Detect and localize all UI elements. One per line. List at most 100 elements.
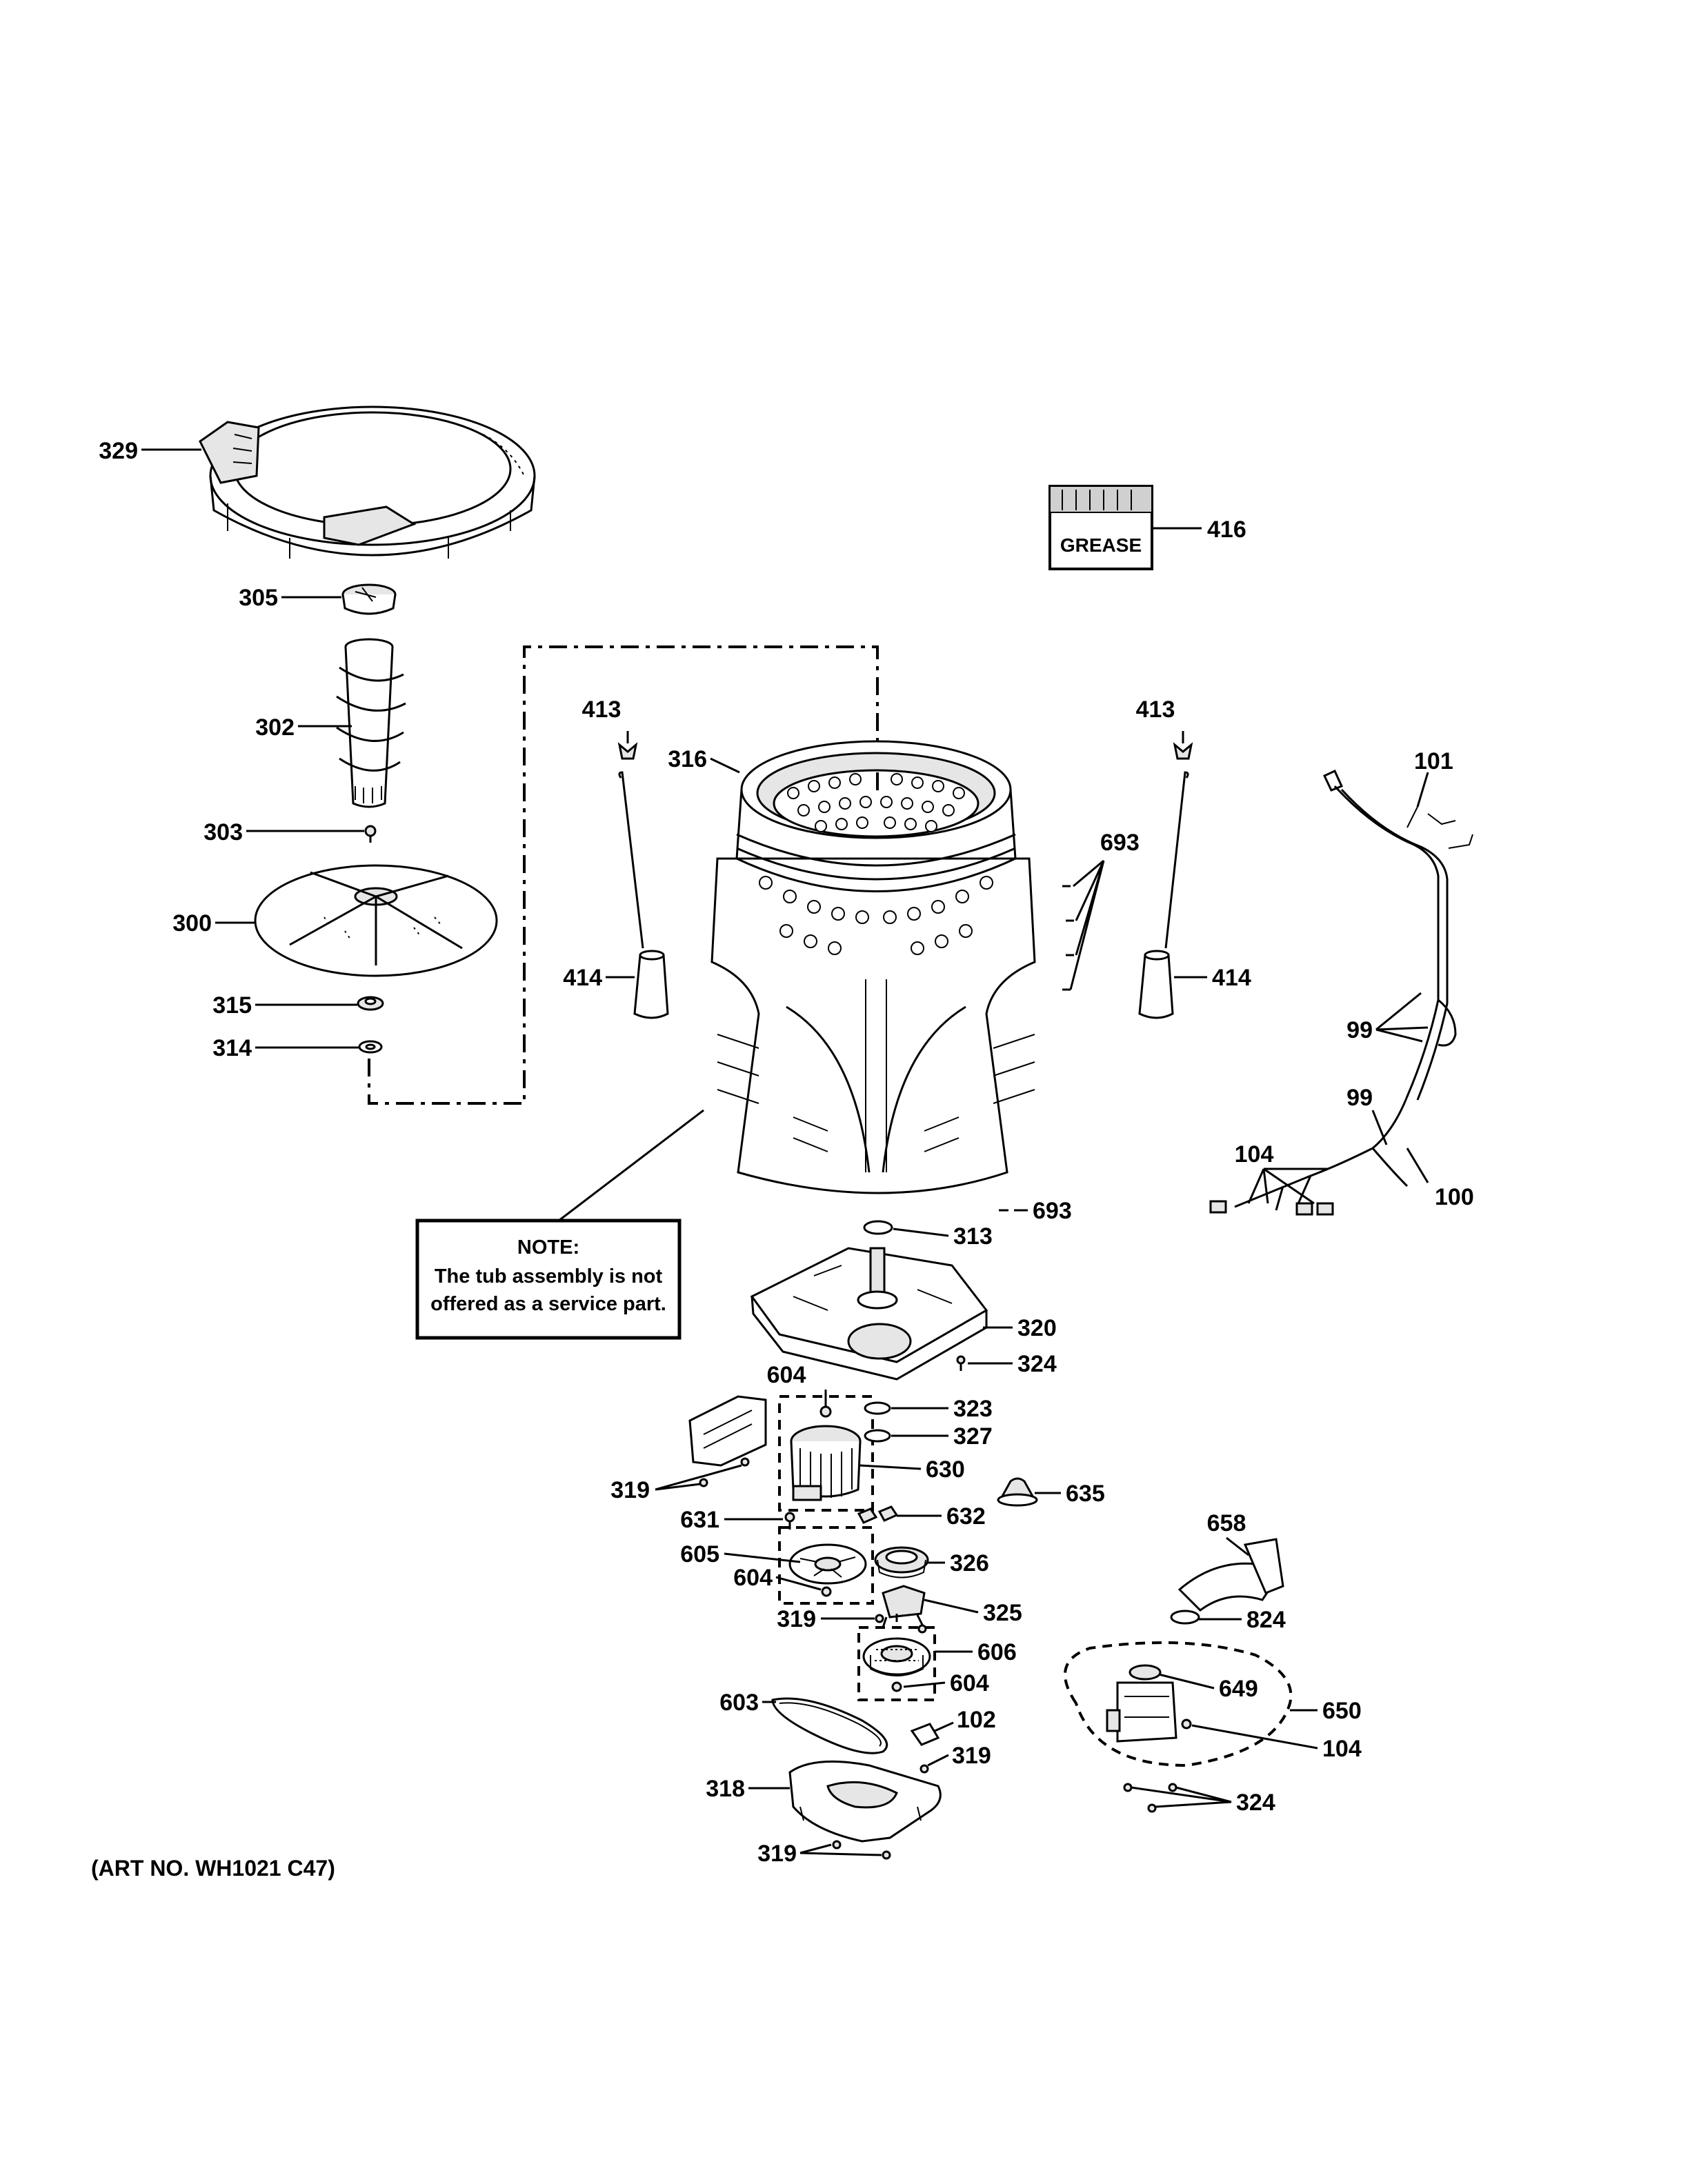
part-326 (874, 1546, 929, 1579)
callout-413-right: 413 (1136, 697, 1175, 723)
callout-99-upper: 99 (1346, 1017, 1373, 1043)
callout-318: 318 (706, 1776, 745, 1802)
part-329-tub-cover (199, 405, 536, 559)
part-649-pump (1106, 1664, 1177, 1743)
leader-319a (655, 1464, 742, 1491)
part-632-clips (857, 1505, 899, 1524)
callout-604-rotor: 604 (733, 1565, 773, 1591)
part-604-nut-a (819, 1405, 832, 1418)
callout-603: 603 (719, 1690, 759, 1716)
callout-302: 302 (255, 714, 295, 741)
part-605-rotor (788, 1543, 867, 1585)
callout-327: 327 (953, 1423, 993, 1450)
part-bracket-319 (688, 1395, 767, 1487)
rotor-assembly-box (778, 1526, 874, 1605)
leader-313 (893, 1228, 949, 1237)
callout-104-pump: 104 (1322, 1736, 1362, 1762)
callout-605: 605 (680, 1541, 719, 1567)
pulley-assembly-box (857, 1626, 936, 1701)
callout-300: 300 (172, 910, 212, 936)
callout-604-pulley: 604 (950, 1670, 989, 1696)
callout-319-cover: 319 (952, 1743, 991, 1769)
grease-label: GREASE (1060, 534, 1142, 556)
leader-319c (927, 1754, 949, 1767)
part-324-screw-a (956, 1355, 966, 1371)
part-305-agitator-cap (341, 583, 397, 615)
callout-658: 658 (1207, 1510, 1246, 1536)
callout-324-upper: 324 (1017, 1351, 1057, 1377)
leader-324b (1131, 1786, 1232, 1808)
leader-102 (934, 1721, 954, 1732)
callout-329: 329 (99, 438, 138, 464)
part-302-auger (336, 638, 406, 808)
callout-414-left: 414 (563, 965, 602, 991)
part-416-grease: GREASE (1048, 485, 1153, 570)
leader-604b (775, 1576, 822, 1591)
leader-101 (1416, 772, 1429, 808)
part-658-hose (1177, 1538, 1284, 1612)
callout-824: 824 (1246, 1607, 1286, 1633)
leader-319d (799, 1843, 882, 1856)
callout-416: 416 (1207, 517, 1246, 543)
callout-606: 606 (977, 1639, 1017, 1665)
callout-316: 316 (668, 746, 707, 772)
note-title: NOTE: (517, 1236, 579, 1259)
callout-413-left: 413 (582, 697, 622, 723)
callout-99-lower: 99 (1346, 1085, 1373, 1111)
leader-693a (1069, 859, 1105, 990)
art-number: (ART NO. WH1021 C47) (91, 1856, 335, 1881)
leader-630 (859, 1464, 922, 1470)
part-324-screws-b (1123, 1783, 1177, 1813)
part-313-o-ring (863, 1220, 893, 1235)
part-318-motor-cover (788, 1760, 942, 1843)
part-413-414-suspension-left (617, 742, 669, 1019)
callout-305: 305 (239, 585, 278, 611)
part-102 (910, 1723, 940, 1746)
note-line1: The tub assembly is not (435, 1265, 663, 1288)
part-325-shifter (882, 1585, 926, 1628)
part-100-wire-harness (1209, 770, 1473, 1216)
callout-labels: 329 305 302 303 300 315 314 416 413 413 … (99, 438, 1473, 1867)
callout-693-upper: 693 (1100, 830, 1140, 856)
callout-303: 303 (203, 819, 243, 845)
assembly-bracket-line (368, 645, 879, 1105)
callout-631: 631 (680, 1507, 719, 1533)
callout-323: 323 (953, 1396, 993, 1422)
part-630-motor (790, 1425, 862, 1501)
leader-99b (1371, 1110, 1388, 1145)
part-319-screws-c (919, 1764, 929, 1774)
part-323-327-rings (864, 1401, 891, 1443)
note-box: NOTE: The tub assembly is not offered as… (415, 1219, 682, 1340)
part-319-screws-b (875, 1614, 927, 1634)
callout-102: 102 (957, 1707, 996, 1733)
motor-assembly-box (778, 1395, 874, 1512)
callout-315: 315 (212, 992, 252, 1019)
part-604-nut-b (821, 1586, 832, 1597)
callout-104-harness: 104 (1235, 1141, 1274, 1168)
part-606-pulley (862, 1637, 931, 1676)
callout-649: 649 (1219, 1676, 1258, 1702)
callout-650: 650 (1322, 1698, 1362, 1724)
leader-604c (903, 1681, 946, 1688)
part-693-screws (999, 885, 1074, 1212)
callout-414-right: 414 (1212, 965, 1251, 991)
part-320-mount-plate (750, 1247, 988, 1381)
note-pointer (558, 1109, 704, 1222)
part-604-nut-c (891, 1681, 902, 1692)
callout-313: 313 (953, 1223, 993, 1250)
callout-319-shifter: 319 (777, 1606, 816, 1632)
part-300-impeller (254, 864, 498, 977)
part-635 (997, 1477, 1038, 1507)
leader-316 (710, 757, 740, 774)
note-line2: offered as a service part. (430, 1293, 666, 1315)
callout-320: 320 (1017, 1315, 1057, 1341)
leader-649 (1158, 1673, 1215, 1690)
leader-100 (1406, 1148, 1429, 1183)
callout-635: 635 (1066, 1481, 1105, 1507)
callout-314: 314 (212, 1035, 252, 1061)
callout-101: 101 (1414, 748, 1453, 774)
callout-326: 326 (950, 1550, 989, 1576)
callout-604-motor: 604 (767, 1362, 806, 1388)
part-316-wash-basket (710, 740, 1036, 1194)
